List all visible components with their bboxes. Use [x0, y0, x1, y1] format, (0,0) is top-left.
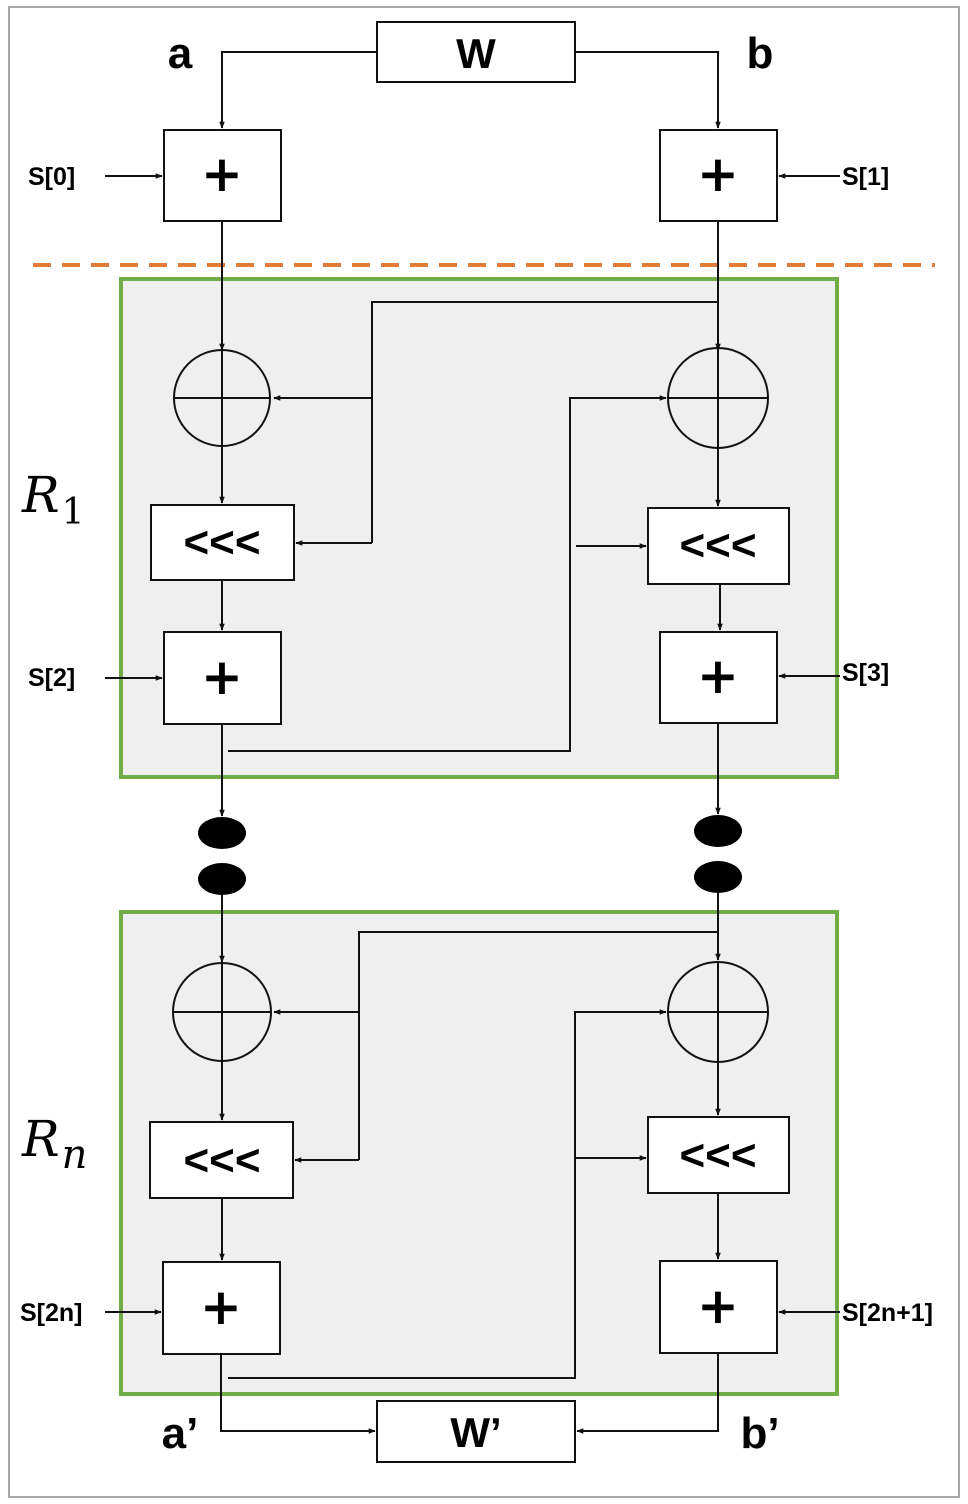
rotate-r1-right-symbol: <<<: [679, 521, 756, 570]
wire-r1-b-tap: [371, 301, 718, 543]
key-s2n1-label: S[2n+1]: [842, 1299, 933, 1327]
rotate-rn-left-symbol: <<<: [183, 1136, 260, 1185]
key-s2n-label: S[2n]: [20, 1299, 83, 1327]
wire-rn-a-tap: [228, 1009, 667, 1379]
round-1-label: R1: [21, 466, 85, 533]
add-top-left-symbol: +: [201, 145, 243, 203]
rotate-box-rn-left: [149, 1121, 294, 1199]
wire-w-to-right-add: [575, 51, 721, 129]
round-n-label: Rn: [21, 1110, 87, 1178]
rotate-box-r1-right: [647, 507, 790, 585]
add-box-rn-right: [659, 1260, 778, 1354]
key-s0-label: S[0]: [28, 163, 75, 191]
add-box-r1-right: [659, 631, 778, 724]
word-box-w: [376, 21, 576, 83]
add-box-rn-left: [162, 1261, 281, 1355]
rotate-box-rn-right: [647, 1116, 790, 1194]
add-r1-right-symbol: +: [697, 647, 739, 705]
add-box-top-right: [659, 129, 778, 222]
wire-b-out-to-w: [576, 1353, 719, 1434]
wire-r1-a-tap: [228, 395, 667, 752]
key-s1-label: S[1]: [842, 163, 889, 191]
wire-rn-b-tap: [358, 931, 718, 1160]
key-s3-label: S[3]: [842, 659, 889, 687]
word-box-w-label: W: [456, 30, 496, 77]
ellipsis-dot-right-1: [694, 815, 742, 847]
word-box-w-prime-label: W’: [450, 1409, 501, 1456]
word-box-w-prime: [376, 1400, 576, 1463]
input-b-label: b: [747, 29, 774, 78]
add-r1-left-symbol: +: [201, 648, 243, 706]
add-rn-left-symbol: +: [200, 1278, 242, 1336]
input-a-label: a: [168, 29, 193, 78]
ellipsis-dot-left-1: [198, 817, 246, 849]
key-s2-label: S[2]: [28, 664, 75, 692]
output-a-label: a’: [162, 1409, 199, 1458]
rotate-rn-right-symbol: <<<: [679, 1131, 756, 1180]
wire-a-out-to-w: [220, 1354, 376, 1434]
ellipsis-dot-left-2: [198, 863, 246, 895]
rotate-r1-left-symbol: <<<: [183, 518, 260, 567]
output-b-label: b’: [740, 1409, 779, 1458]
wire-w-to-left-add: [219, 51, 377, 129]
add-top-right-symbol: +: [697, 145, 739, 203]
ellipsis-dot-right-2: [694, 861, 742, 893]
add-rn-right-symbol: +: [697, 1277, 739, 1335]
add-box-r1-left: [163, 631, 282, 725]
add-box-top-left: [163, 129, 282, 222]
